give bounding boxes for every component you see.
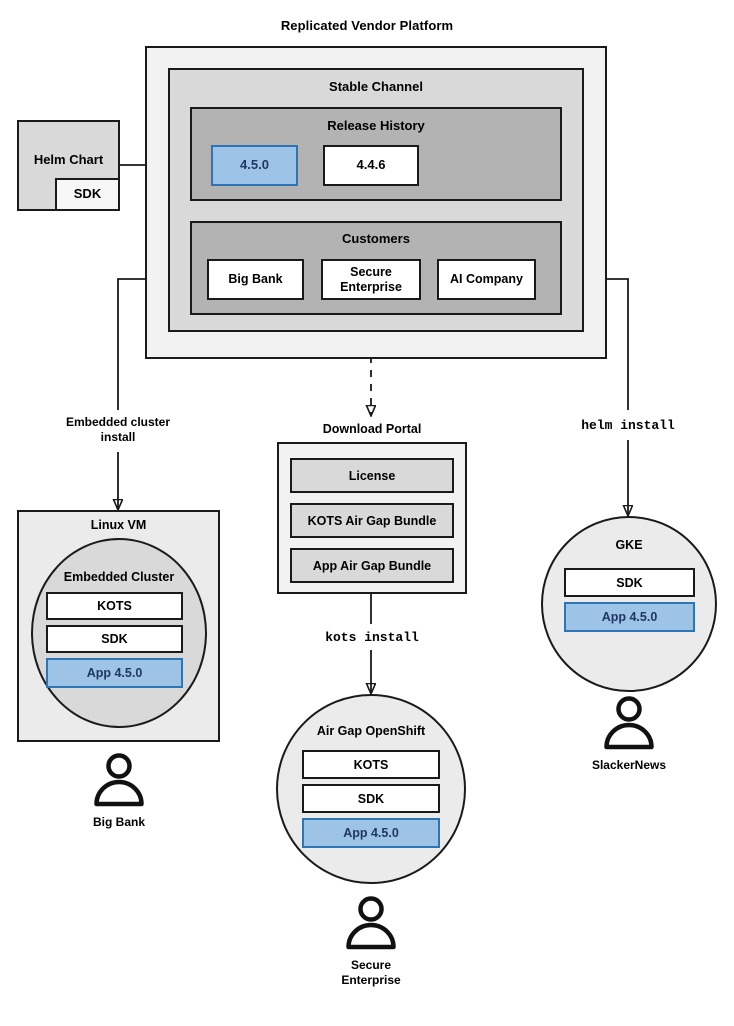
actor-name-line1: Secure [350,958,392,972]
helm-chart-sdk-label: SDK [73,186,102,202]
air-gap-component-kots[interactable]: KOTS [302,750,440,779]
download-portal-label: Download Portal [322,422,422,436]
component-label: App 4.5.0 [343,826,399,840]
customer-name-label: Big Bank [228,272,283,287]
actor-name-label: SlackerNews [591,758,667,772]
air-gap-component-app[interactable]: App 4.5.0 [302,818,440,848]
download-portal-item-license[interactable]: License [290,458,454,493]
actor-secure-enterprise: Secure Enterprise [326,895,416,988]
gke-component-sdk[interactable]: SDK [564,568,695,597]
gke-component-app[interactable]: App 4.5.0 [564,602,695,632]
customer-chip-ai-company[interactable]: AI Company [437,259,536,300]
air-gap-openshift-label: Air Gap OpenShift [316,724,426,738]
component-label: KOTS [353,757,389,772]
helm-chart-sdk-node[interactable]: SDK [55,178,120,211]
customers-label: Customers [342,231,410,246]
helm-chart-label: Helm Chart [33,152,104,167]
gke-label: GKE [615,538,643,552]
stable-channel-label: Stable Channel [329,79,423,94]
embedded-cluster-component-sdk[interactable]: SDK [46,625,183,653]
actor-big-bank: Big Bank [74,752,164,830]
component-label: SDK [616,575,643,590]
release-version-label: 4.4.6 [356,157,386,173]
download-portal-item-kots-air-gap-bundle[interactable]: KOTS Air Gap Bundle [290,503,454,538]
air-gap-component-sdk[interactable]: SDK [302,784,440,813]
edge-label-helm-install: helm install [581,418,675,433]
embedded-cluster-component-kots[interactable]: KOTS [46,592,183,620]
embedded-cluster-label: Embedded Cluster [63,570,175,584]
component-label: App 4.5.0 [601,610,658,624]
actor-name-line2: Enterprise [341,973,401,987]
actor-name-label: Secure Enterprise [326,958,416,988]
download-portal-item-app-air-gap-bundle[interactable]: App Air Gap Bundle [290,548,454,583]
portal-item-label: App Air Gap Bundle [312,558,432,573]
component-label: SDK [101,632,128,646]
page-title: Replicated Vendor Platform [280,18,454,33]
release-chip-4-4-6[interactable]: 4.4.6 [323,145,419,186]
portal-item-label: License [348,468,396,483]
edge-label-kots-install: kots install [325,630,419,645]
release-chip-4-5-0[interactable]: 4.5.0 [211,145,298,186]
customer-chip-big-bank[interactable]: Big Bank [207,259,304,300]
component-label: KOTS [97,599,132,613]
actor-name-label: Big Bank [92,815,145,829]
actor-slackernews: SlackerNews [584,695,674,773]
linux-vm-label: Linux VM [90,518,147,532]
component-label: SDK [357,791,385,806]
user-icon [346,896,396,950]
customer-name-label: AI Company [450,272,523,287]
release-history-label: Release History [327,118,425,133]
user-icon [94,753,144,807]
user-icon [604,696,654,750]
component-label: App 4.5.0 [86,666,143,680]
embedded-cluster-component-app[interactable]: App 4.5.0 [46,658,183,688]
portal-item-label: KOTS Air Gap Bundle [307,513,437,528]
release-version-label: 4.5.0 [240,157,269,173]
